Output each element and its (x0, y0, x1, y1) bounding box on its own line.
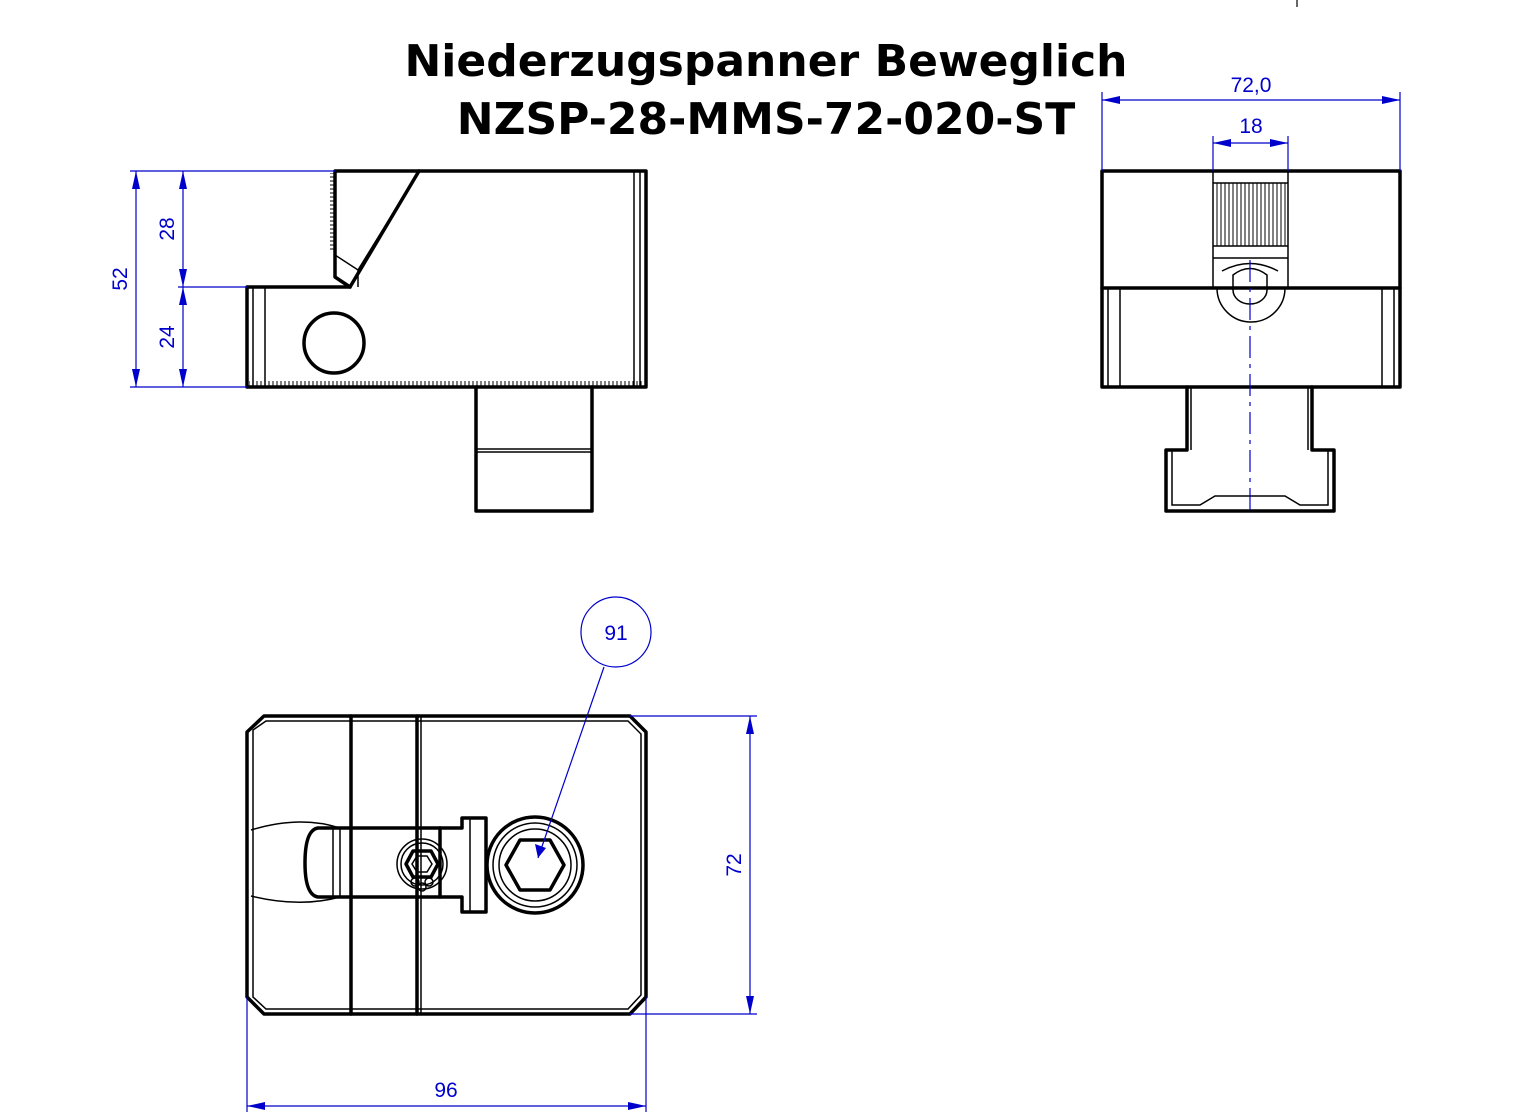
dim-text-52: 52 (109, 267, 132, 290)
arrow-28-top (179, 171, 187, 189)
plan-view-lever-shadow (250, 821, 341, 903)
arrow-72-bottom (746, 996, 754, 1014)
side-view-jaw-wedge (334, 170, 420, 272)
dim-text-18: 18 (1239, 115, 1262, 138)
front-view-dimensions: 72,0 18 (1101, 74, 1401, 171)
front-view-body-outline (1100, 169, 1402, 389)
dim-text-96: 96 (434, 1079, 457, 1102)
front-view (1100, 169, 1402, 515)
dim-text-72: 72 (723, 853, 746, 876)
balloon-number: 91 (604, 622, 627, 645)
plan-view-chamfer-outline (252, 720, 642, 1010)
side-view-bore (302, 311, 366, 375)
arrow-18-left (1213, 139, 1231, 147)
plan-view-screw-ring (400, 842, 444, 886)
front-view-bore-recess (1216, 287, 1286, 323)
plan-view-bolt-ring-1 (492, 822, 578, 908)
dim-text-28: 28 (156, 217, 179, 240)
dim-text-72-0: 72,0 (1231, 74, 1272, 97)
arrow-72-0-left (1102, 96, 1120, 104)
item-balloon: 91 (535, 596, 652, 859)
arrow-18-right (1270, 139, 1288, 147)
arrow-96-right (628, 1102, 646, 1110)
side-view-jaw-bevel (348, 169, 421, 289)
side-view-body-outline (245, 169, 648, 389)
plan-view (245, 714, 648, 1016)
balloon-leader-arrow (535, 844, 546, 858)
front-view-tenon (1164, 385, 1336, 513)
plan-view-screw-head (396, 838, 448, 890)
balloon-leader-line (537, 666, 605, 859)
arrow-24-bottom (179, 369, 187, 387)
plan-view-screw-hex-inner (411, 855, 433, 873)
plan-view-bolt-washer (485, 815, 585, 915)
arrow-28-bottom (179, 269, 187, 287)
front-view-jaw-serration (1212, 182, 1289, 247)
plan-view-dimensions: 72 96 (246, 715, 757, 1112)
plan-view-bolt-ring-2 (498, 828, 572, 902)
plan-view-lever (303, 826, 442, 899)
plan-view-hex-bolt (504, 838, 566, 892)
arrow-72-0-right (1382, 96, 1400, 104)
dim-text-24: 24 (156, 325, 179, 349)
balloon-circle (580, 596, 652, 668)
arrow-72-top (746, 716, 754, 734)
side-view-jaw-serration (330, 173, 335, 251)
side-view (245, 169, 648, 513)
arrow-52-top (132, 171, 140, 189)
arrow-24-top (179, 287, 187, 305)
side-view-bottom-knurl (249, 381, 645, 386)
plan-view-pin-1 (410, 877, 420, 887)
plan-view-pin-2 (424, 877, 434, 887)
drawing-title-line1: Niederzugspanner Beweglich (404, 36, 1127, 87)
arrow-52-bottom (132, 369, 140, 387)
arrow-96-left (247, 1102, 265, 1110)
drawing-title-line2: NZSP-28-MMS-72-020-ST (457, 94, 1075, 145)
plan-view-pin-3 (417, 882, 427, 892)
plan-view-screw-hex (404, 849, 440, 879)
side-view-dimensions: 52 28 24 (109, 170, 335, 388)
